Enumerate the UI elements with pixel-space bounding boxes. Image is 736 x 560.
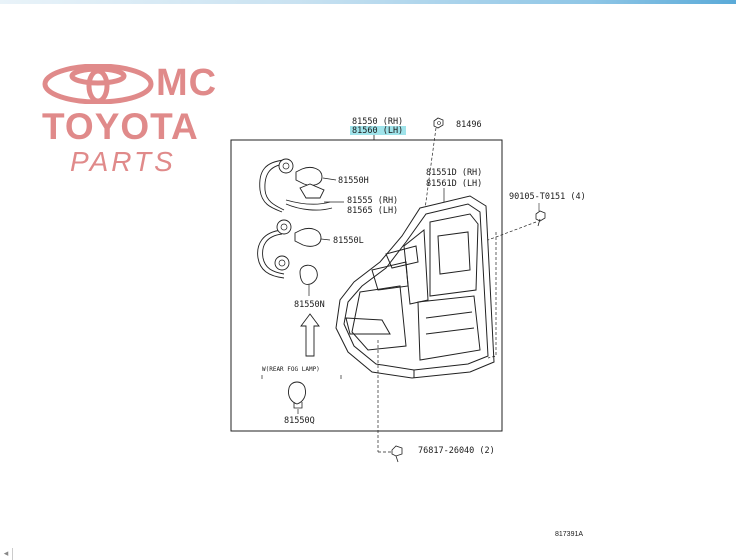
bulb-icon-3 bbox=[299, 264, 318, 285]
logo-brand-text: TOYOTA bbox=[42, 106, 199, 147]
logo-parts-text: PARTS bbox=[70, 146, 176, 177]
label-bulb-h[interactable]: 81550H bbox=[338, 176, 369, 186]
label-bolt-top[interactable]: 81496 bbox=[456, 120, 482, 130]
label-clip[interactable]: 76817-26040 (2) bbox=[418, 446, 495, 456]
assembly-frame bbox=[230, 139, 503, 432]
label-socket-rh[interactable]: 81555 (RH) bbox=[347, 196, 398, 206]
bolt-icon bbox=[433, 117, 444, 129]
label-screw[interactable]: 90105-T0151 (4) bbox=[509, 192, 586, 202]
scroll-left-arrow-icon[interactable]: ◂ bbox=[0, 548, 13, 560]
reference-code: 817391A bbox=[555, 531, 584, 538]
label-bulb-q[interactable]: 81550Q bbox=[284, 416, 315, 426]
toyota-parts-logo: MC TOYOTA PARTS bbox=[40, 62, 216, 180]
wiring-harness bbox=[257, 159, 333, 279]
socket-icon bbox=[299, 183, 325, 199]
bulb-icon-q bbox=[288, 381, 306, 409]
label-bulb-l[interactable]: 81550L bbox=[333, 236, 364, 246]
bulb-socket-icon bbox=[278, 158, 294, 174]
bulb-socket-icon-3 bbox=[274, 255, 290, 271]
top-gradient-bar bbox=[0, 0, 736, 4]
label-rear-fog-note: W(REAR FOG LAMP) bbox=[262, 366, 320, 373]
label-assembly-rh[interactable]: 81550 (RH) bbox=[352, 117, 403, 127]
bulb-icon bbox=[295, 166, 323, 186]
clip-icon bbox=[391, 445, 403, 463]
bulb-icon-2 bbox=[294, 227, 322, 247]
bulb-socket-icon-2 bbox=[276, 219, 292, 235]
tail-lamp-housing bbox=[335, 195, 495, 379]
logo-mc-text: MC bbox=[156, 62, 218, 104]
label-socket-lh[interactable]: 81565 (LH) bbox=[347, 206, 398, 216]
toyota-emblem-icon bbox=[42, 64, 154, 104]
label-assembly-lh[interactable]: 81560 (LH) bbox=[352, 126, 403, 136]
screw-icon bbox=[535, 210, 546, 227]
arrow-up-icon bbox=[300, 313, 320, 357]
label-housing-lh[interactable]: 81561D (LH) bbox=[426, 179, 482, 189]
label-housing-rh[interactable]: 81551D (RH) bbox=[426, 168, 482, 178]
label-bulb-n[interactable]: 81550N bbox=[294, 300, 325, 310]
